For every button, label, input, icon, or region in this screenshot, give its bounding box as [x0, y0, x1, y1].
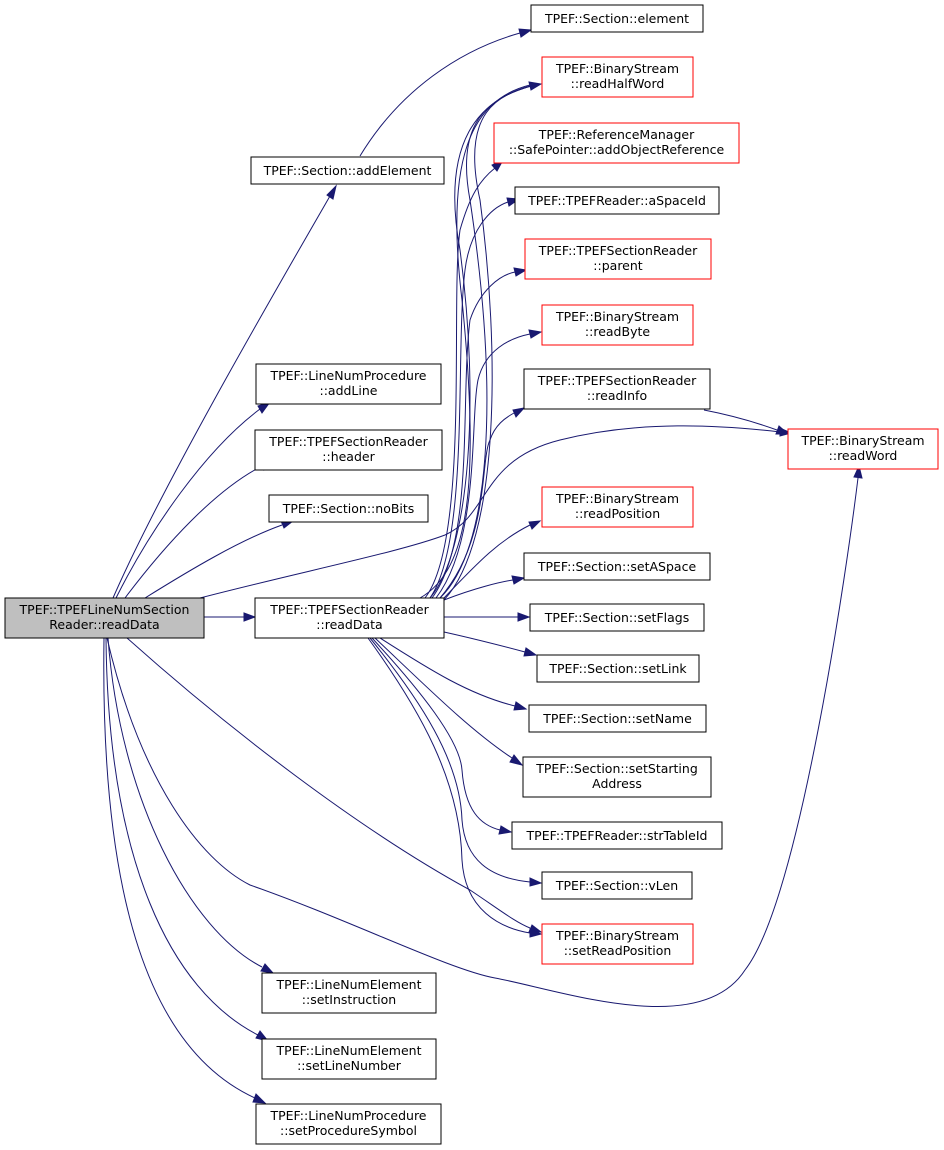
node-readByte[interactable]: TPEF::BinaryStream ::readByte [541, 304, 694, 346]
node-label: TPEF::Section::setStarting [535, 761, 698, 776]
node-setName[interactable]: TPEF::Section::setName [528, 704, 707, 733]
edge-root-to-addElement [112, 184, 337, 599]
node-label: TPEF::Section::setASpace [537, 559, 697, 574]
node-label: ::SafePointer::addObjectReference [509, 142, 725, 157]
edge-readDataSR-to-setFlags [444, 612, 531, 622]
node-setLineNumber[interactable]: TPEF::LineNumElement ::setLineNumber [261, 1038, 437, 1080]
node-label: TPEF::TPEFReader::strTableId [526, 828, 708, 843]
node-setFlags[interactable]: TPEF::Section::setFlags [529, 603, 705, 632]
edge-root-to-setProcedureSymbol [103, 637, 267, 1104]
node-label: ::readPosition [575, 506, 660, 521]
node-label: ::setInstruction [302, 992, 396, 1007]
node-label: TPEF::Section::noBits [282, 501, 415, 516]
node-label: ::header [322, 449, 375, 464]
node-label: TPEF::ReferenceManager [538, 127, 695, 142]
node-readPosition[interactable]: TPEF::BinaryStream ::readPosition [541, 486, 694, 528]
node-addElement[interactable]: TPEF::Section::addElement [250, 156, 445, 185]
node-vLen[interactable]: TPEF::Section::vLen [541, 871, 693, 900]
node-label: TPEF::BinaryStream [555, 928, 679, 943]
node-readHalfWord[interactable]: TPEF::BinaryStream ::readHalfWord [541, 56, 694, 98]
node-label: TPEF::BinaryStream [555, 309, 679, 324]
node-setReadPosition[interactable]: TPEF::BinaryStream ::setReadPosition [541, 923, 694, 965]
node-label: TPEF::Section::setLink [548, 661, 687, 676]
edge-readDataSR-to-setReadPosition [367, 637, 543, 938]
node-strTableId[interactable]: TPEF::TPEFReader::strTableId [511, 821, 723, 850]
edge-readDataSR-to-vLen [369, 637, 543, 887]
node-addLine[interactable]: TPEF::LineNumProcedure ::addLine [255, 363, 442, 405]
node-label: ::setProcedureSymbol [280, 1123, 417, 1138]
node-setLink[interactable]: TPEF::Section::setLink [536, 654, 700, 683]
node-setProcedureSymbol[interactable]: TPEF::LineNumProcedure ::setProcedureSym… [255, 1103, 442, 1145]
edge-readDataSR-to-readByte [435, 329, 543, 599]
node-label: TPEF::Section::setFlags [544, 610, 689, 625]
node-label: TPEF::LineNumProcedure [269, 368, 426, 383]
edge-root-to-setInstruction [107, 637, 275, 974]
edge-readDataSR-to-setName [379, 637, 528, 711]
node-label: TPEF::Section::element [544, 11, 689, 26]
node-label: Address [592, 776, 642, 791]
edge-readDataSR-to-setStartingAddress [374, 637, 524, 766]
edges [103, 28, 863, 1104]
edge-readDataSR-to-parent [431, 267, 528, 599]
edge-root-to-noBits [144, 520, 295, 599]
edge-readDataSR-to-setLink [443, 631, 538, 657]
node-label: TPEF::BinaryStream [555, 491, 679, 506]
node-label: TPEF::LineNumElement [276, 1043, 422, 1058]
node-label: TPEF::TPEFSectionReader [268, 434, 428, 449]
node-label: TPEF::TPEFSectionReader [537, 373, 697, 388]
edge-root-to-header [124, 460, 275, 599]
node-aSpaceId[interactable]: TPEF::TPEFReader::aSpaceId [514, 186, 720, 215]
node-label: TPEF::Section::setName [542, 711, 692, 726]
node-label: ::parent [593, 258, 642, 273]
node-header[interactable]: TPEF::TPEFSectionReader ::header [254, 429, 443, 471]
node-label: TPEF::TPEFLineNumSection [19, 602, 190, 617]
edge-readDataSR-to-readInfo [439, 407, 526, 599]
node-label: TPEF::Section::addElement [263, 163, 432, 178]
node-label: TPEF::Section::vLen [555, 878, 678, 893]
edge-addElement-to-element [359, 28, 533, 157]
edge-readDataSR-to-readPosition [443, 520, 542, 599]
node-setInstruction[interactable]: TPEF::LineNumElement ::setInstruction [261, 972, 437, 1014]
node-root[interactable]: TPEF::TPEFLineNumSection Reader::readDat… [4, 597, 205, 639]
edge-readInfo-to-readWord [703, 409, 790, 435]
edge-root-to-readDataSR [204, 612, 257, 622]
node-readInfo[interactable]: TPEF::TPEFSectionReader ::readInfo [523, 368, 711, 410]
node-label: ::addLine [319, 383, 377, 398]
node-label: ::readInfo [587, 388, 647, 403]
node-label: TPEF::TPEFSectionReader [538, 243, 698, 258]
node-readWord[interactable]: TPEF::BinaryStream ::readWord [787, 428, 939, 470]
edge-readDataSR-to-setASpace [443, 575, 526, 601]
node-element[interactable]: TPEF::Section::element [530, 4, 704, 33]
node-label: ::readWord [829, 448, 898, 463]
node-noBits[interactable]: TPEF::Section::noBits [268, 494, 429, 523]
node-label: TPEF::BinaryStream [800, 433, 924, 448]
node-label: ::readByte [585, 324, 650, 339]
node-label: TPEF::TPEFReader::aSpaceId [527, 193, 706, 208]
edge-readDataSR-to-readHalfWord [419, 81, 543, 601]
node-label: TPEF::BinaryStream [555, 61, 679, 76]
node-label: TPEF::TPEFSectionReader [269, 602, 429, 617]
node-parent[interactable]: TPEF::TPEFSectionReader ::parent [524, 238, 712, 280]
edge-root-to-readWord-lower [106, 464, 863, 1008]
node-label: ::setLineNumber [297, 1058, 402, 1073]
node-setASpace[interactable]: TPEF::Section::setASpace [523, 552, 711, 581]
node-label: Reader::readData [49, 617, 159, 632]
node-label: ::setReadPosition [564, 943, 672, 958]
nodes: TPEF::TPEFLineNumSection Reader::readDat… [4, 4, 939, 1145]
edge-root-to-setLineNumber [105, 637, 270, 1042]
node-label: TPEF::LineNumProcedure [269, 1108, 426, 1123]
edge-root-to-setReadPosition [126, 637, 543, 933]
node-label: TPEF::LineNumElement [276, 977, 422, 992]
node-setStartingAddress[interactable]: TPEF::Section::setStarting Address [522, 756, 712, 798]
node-readDataSR[interactable]: TPEF::TPEFSectionReader ::readData [254, 597, 445, 639]
node-label: ::readHalfWord [571, 76, 665, 91]
edge-readDataSR-to-strTableId [371, 637, 513, 835]
node-addObjectReference[interactable]: TPEF::ReferenceManager ::SafePointer::ad… [493, 122, 740, 164]
node-label: ::readData [316, 617, 382, 632]
